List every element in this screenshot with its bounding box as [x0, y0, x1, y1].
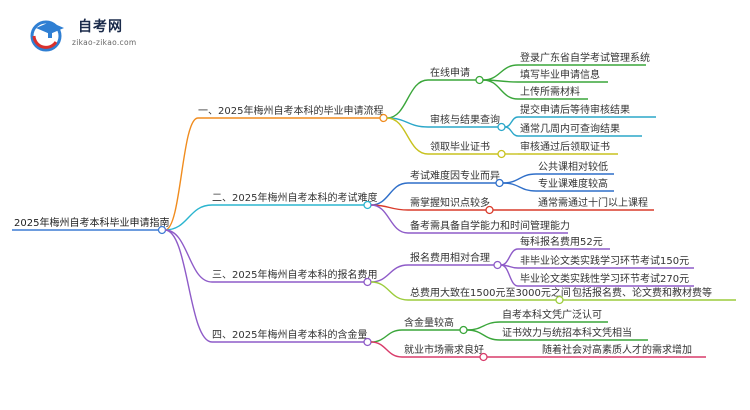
branch-4-sub-1-connector [370, 329, 403, 343]
branch-1-sub-2-leaf-2-connector [504, 126, 519, 137]
branch-2-node[interactable] [363, 200, 372, 210]
branch-1-sub-1-leaf-1-connector [482, 64, 519, 81]
branch-3-sub-1-leaf-3-connector [500, 264, 519, 287]
branch-3-sub-1-node[interactable] [493, 260, 502, 270]
branch-2-connector [164, 204, 213, 231]
branch-2-sub-3-topic[interactable]: 备考需具备自学能力和时间管理能力 [410, 219, 570, 232]
branch-1-sub-1-topic[interactable]: 在线申请 [430, 66, 470, 79]
branch-1-sub-1-node[interactable] [475, 75, 484, 85]
branch-2-sub-2-leaf-1[interactable]: 通常需通过十门以上课程 [538, 196, 648, 209]
branch-1-topic[interactable]: 一、2025年梅州自考本科的毕业申请流程 [198, 104, 383, 117]
branch-4-connector [164, 229, 213, 343]
branch-3-node[interactable] [363, 277, 372, 287]
branch-1-sub-3-connector [386, 117, 429, 155]
branch-2-topic[interactable]: 二、2025年梅州自考本科的考试难度 [212, 191, 377, 204]
branch-4-node[interactable] [363, 337, 372, 347]
branch-2-sub-2-node[interactable] [485, 205, 494, 215]
branch-1-sub-1-leaf-2[interactable]: 填写毕业申请信息 [520, 68, 600, 81]
branch-2-sub-2-topic[interactable]: 需掌握知识点较多 [410, 196, 490, 209]
branch-4-sub-1-leaf-1[interactable]: 自考本科文凭广泛认可 [502, 308, 602, 321]
branch-4-sub-2-topic[interactable]: 就业市场需求良好 [404, 343, 484, 356]
branch-2-sub-1-leaf-1-connector [502, 173, 537, 184]
branch-1-sub-1-leaf-3[interactable]: 上传所需材料 [520, 85, 580, 98]
branch-1-sub-1-leaf-3-connector [482, 79, 519, 100]
branch-1-sub-3-topic[interactable]: 领取毕业证书 [430, 140, 490, 153]
branch-4-sub-1-leaf-2-connector [466, 329, 501, 341]
site-title: 自考网 [78, 19, 123, 35]
branch-3-sub-1-leaf-1[interactable]: 每科报名费用52元 [520, 235, 603, 248]
branch-1-sub-1-connector [386, 79, 429, 119]
branch-2-sub-1-connector [370, 182, 409, 206]
branch-4-sub-1-node[interactable] [459, 325, 468, 335]
branch-3-sub-2-leaf-1[interactable]: 包括报名费、论文费和教材费等 [572, 286, 712, 299]
branch-2-sub-1-topic[interactable]: 考试难度因专业而异 [410, 169, 500, 182]
branch-4-sub-2-node[interactable] [479, 352, 488, 362]
branch-4-sub-1-leaf-1-connector [466, 321, 501, 331]
branch-3-sub-1-leaf-2[interactable]: 非毕业论文类实践学习环节考试150元 [520, 254, 689, 267]
branch-1-sub-2-leaf-1-connector [504, 116, 519, 128]
branch-3-sub-2-node[interactable] [555, 295, 564, 305]
branch-3-sub-1-connector [370, 264, 409, 283]
branch-3-topic[interactable]: 三、2025年梅州自考本科的报名费用 [212, 268, 377, 281]
branch-4-sub-1-topic[interactable]: 含金量较高 [404, 316, 454, 329]
graduation-cap-icon [30, 20, 64, 52]
branch-4-topic[interactable]: 四、2025年梅州自考本科的含金量 [212, 328, 367, 341]
branch-2-sub-3-connector [370, 204, 409, 234]
branch-1-sub-2-leaf-1[interactable]: 提交申请后等待审核结果 [520, 103, 630, 116]
branch-3-sub-1-topic[interactable]: 报名费用相对合理 [410, 251, 490, 264]
branch-1-sub-2-node[interactable] [497, 122, 506, 132]
branch-1-node[interactable] [379, 113, 388, 123]
branch-2-sub-1-node[interactable] [495, 178, 504, 188]
branch-3-sub-2-connector [370, 281, 409, 301]
branch-4-sub-2-leaf-1[interactable]: 随着社会对高素质人才的需求增加 [542, 343, 692, 356]
branch-3-sub-2-topic[interactable]: 总费用大致在1500元至3000元之间 [410, 286, 571, 299]
branch-4-sub-1-leaf-2[interactable]: 证书效力与统招本科文凭相当 [502, 326, 632, 339]
root-topic[interactable]: 2025年梅州自考本科毕业申请指南 [14, 216, 169, 229]
branch-3-sub-1-leaf-1-connector [500, 248, 519, 266]
branch-2-sub-1-leaf-2-connector [502, 182, 537, 192]
branch-1-sub-3-node[interactable] [497, 149, 506, 159]
root-node[interactable] [157, 225, 167, 235]
branch-3-connector [164, 229, 213, 283]
branch-1-sub-2-topic[interactable]: 审核与结果查询 [430, 113, 500, 126]
branch-1-connector [164, 117, 199, 231]
site-logo[interactable]: 自考网 zikao-zikao.com [28, 14, 198, 54]
branch-1-sub-2-leaf-2[interactable]: 通常几周内可查询结果 [520, 122, 620, 135]
site-url: zikao-zikao.com [72, 38, 137, 47]
branch-2-sub-1-leaf-1[interactable]: 公共课相对较低 [538, 160, 608, 173]
branch-1-sub-3-leaf-1[interactable]: 审核通过后领取证书 [520, 140, 610, 153]
branch-3-sub-1-leaf-3[interactable]: 毕业论文类实践性学习环节考试270元 [520, 272, 689, 285]
branch-1-sub-1-leaf-1[interactable]: 登录广东省自学考试管理系统 [520, 51, 650, 64]
branch-4-sub-2-connector [370, 341, 403, 358]
branch-2-sub-1-leaf-2[interactable]: 专业课难度较高 [538, 177, 608, 190]
